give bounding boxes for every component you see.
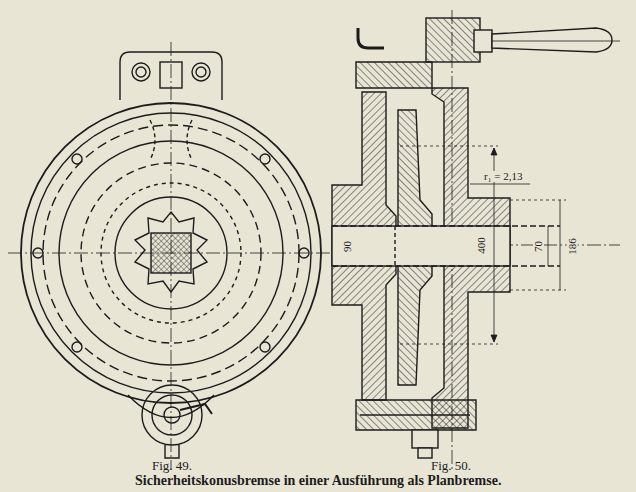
dimension-lines-part	[510, 200, 566, 201]
dimension-lines	[400, 146, 566, 344]
dimension-lines-part	[548, 226, 549, 266]
front-view-part	[164, 407, 180, 423]
dimension-text: 186	[567, 237, 578, 256]
section-view-part	[332, 226, 560, 266]
center-lines-part	[8, 253, 336, 254]
section-view-part	[332, 226, 510, 266]
section-view	[332, 18, 620, 458]
front-view-part	[180, 404, 212, 414]
section-view-part	[474, 30, 492, 52]
section-view-part	[394, 226, 395, 266]
front-view-part	[142, 385, 202, 445]
dimension-text: 400	[476, 236, 487, 255]
dimension-lines-part	[400, 344, 498, 345]
front-view-part	[165, 445, 179, 458]
figure-number: Fig. 50.	[430, 459, 472, 472]
section-view-part	[426, 18, 480, 62]
dimension-text: 90	[342, 240, 353, 253]
dimension-lines-part	[470, 184, 530, 185]
section-view-part	[418, 448, 432, 458]
center-lines-part	[171, 42, 172, 470]
figure-number: Fig. 49.	[151, 459, 193, 472]
front-view-part	[260, 342, 270, 352]
section-view-part	[492, 28, 612, 52]
front-view-part	[260, 154, 270, 164]
front-view-part	[192, 63, 210, 81]
dimension-lines-part	[400, 146, 498, 147]
section-view-part	[360, 414, 470, 415]
section-view-part	[358, 28, 384, 48]
front-view-part	[136, 67, 146, 77]
front-view-part	[196, 67, 206, 77]
front-view-part	[72, 342, 82, 352]
section-view-part	[356, 62, 432, 88]
dimension-lines-part	[510, 290, 566, 291]
dimension-lines-part	[560, 200, 561, 290]
radius-dimension: r₁ = 2,13	[483, 171, 523, 182]
section-view-part	[356, 400, 476, 430]
front-view-part	[72, 154, 82, 164]
front-view-part	[132, 63, 150, 81]
section-view-part	[492, 41, 620, 42]
center-lines	[8, 10, 620, 470]
dimension-text: 70	[533, 240, 544, 253]
figure-caption: Sicherheitskonusbremse in einer Ausführu…	[134, 474, 502, 488]
front-view-part	[152, 395, 192, 435]
section-view-part	[412, 430, 438, 448]
